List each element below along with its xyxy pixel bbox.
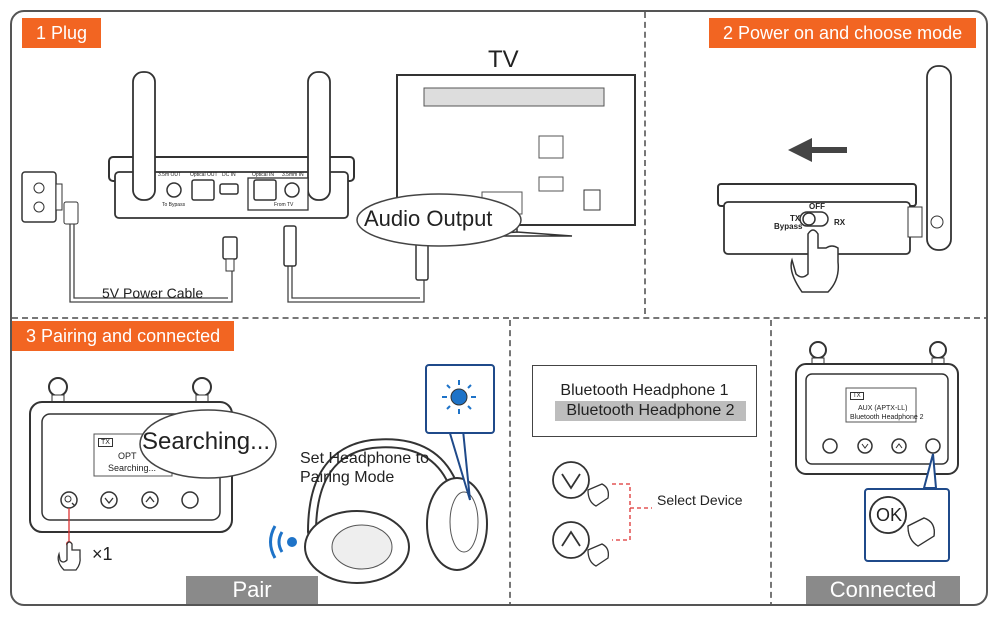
port-label-6: From TV [274,202,294,208]
step-3-tag: 3 Pairing and connected [12,321,235,351]
audio-output-label: Audio Output [364,206,493,231]
arrow-left-icon [788,138,847,162]
headphone-instruction-line2: Pairing Mode [300,469,395,486]
screen-mode: OPT [118,451,137,461]
device-list-item-1[interactable]: Bluetooth Headphone 1 [560,382,729,399]
searching-bubble-text: Searching... [142,428,271,455]
ok-button-label: OK [876,505,903,525]
wall-outlet-icon [21,171,79,225]
divider-bottom-2 [770,320,772,604]
finger-hand-icon [790,229,840,293]
power-cable-label: 5V Power Cable [102,285,204,301]
plug-illustration [21,71,636,303]
port-label-2: DC IN [222,172,236,178]
step-1-tag: 1 Plug [22,18,102,48]
port-label-4: 3.5mm IN [282,172,304,178]
transmitter-box-icon [108,71,355,219]
select-device-label: Select Device [657,492,743,508]
transmitter-side-icon [717,65,952,255]
switch-off-label: OFF [809,202,825,211]
pairing-illustration [29,341,959,584]
connected-label: Connected [806,576,960,604]
device-list-item-2[interactable]: Bluetooth Headphone 2 [555,401,746,421]
ok-callout [864,488,950,562]
divider-horizontal [12,317,986,319]
diagram-frame: 1 Plug 2 Power on and choose mode 3 Pair… [10,10,988,606]
screen-badge: TX [98,438,113,447]
down-button-icon [552,461,590,499]
up-button-icon [552,521,590,559]
divider-top-vertical [644,12,646,314]
led-callout [425,364,495,434]
divider-bottom-1 [509,320,511,604]
port-label-5: To Bypass [162,202,186,208]
bluetooth-signal-icon [269,525,297,559]
step-2-tag: 2 Power on and choose mode [709,18,977,48]
connected-screen-line2: Bluetooth Headphone 2 [850,414,924,421]
audio-jack-icon [283,225,297,267]
port-label-3: Optical IN [252,172,274,178]
press-hand-icon [57,541,81,571]
switch-rx-label: RX [834,218,846,227]
headphone-instruction-line1: Set Headphone to [300,450,429,467]
power-illustration [717,65,952,293]
device-list: Bluetooth Headphone 1 Bluetooth Headphon… [532,365,757,437]
headphone-icon [304,438,488,584]
port-label-0: 3.5m OUT [158,172,182,178]
transmitter-connected-icon [795,341,959,475]
press-count: ×1 [92,544,113,564]
port-label-1: Optical OUT [190,172,218,178]
tv-label: TV [488,46,519,73]
connected-screen-badge: TX [850,392,864,400]
switch-tx-label: TX [790,214,801,223]
select-hand-icon [587,483,610,567]
screen-status: Searching... [108,463,157,473]
pair-label: Pair [186,576,318,604]
connected-screen-line1: AUX (APTX-LL) [858,405,908,412]
switch-bypass-label: Bypass [774,222,803,231]
